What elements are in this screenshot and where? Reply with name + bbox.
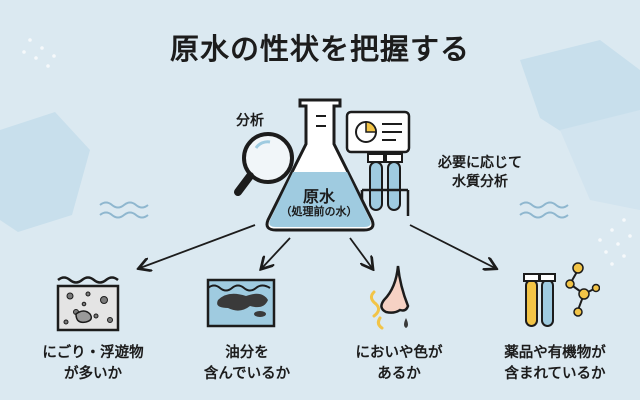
arrow-to-oil (262, 237, 291, 268)
erlenmeyer-flask-icon (265, 98, 375, 232)
analysis-label: 分析 (236, 113, 264, 129)
category-turbidity: にごり・浮遊物 が多いか (42, 345, 144, 382)
category-chemicals: 薬品や有機物が 含まれているか (504, 345, 606, 382)
raw-water-subtitle: （処理前の水） (280, 205, 358, 218)
category-odor-color: においや色が あるか (355, 345, 443, 382)
water-quality-analysis-label: 必要に応じて 水質分析 (438, 155, 522, 190)
lab-illustration (234, 98, 411, 232)
arrow-to-odor-color (349, 237, 372, 268)
magnifying-glass-icon (234, 132, 294, 196)
raw-water-title: 原水 (302, 187, 335, 206)
turbid-water-icon (56, 276, 120, 332)
category-oil: 油分を 含んでいるか (203, 345, 291, 382)
test-tube-rack-icon (360, 153, 410, 216)
test-tubes-molecule-icon (523, 262, 600, 327)
page-title: 原水の性状を把握する (169, 32, 470, 66)
oil-slick-icon (206, 278, 276, 328)
arrow-to-turbidity (140, 224, 256, 268)
nose-odor-icon (369, 265, 410, 330)
chart-report-icon (345, 110, 411, 154)
arrow-to-chemicals (409, 224, 495, 268)
